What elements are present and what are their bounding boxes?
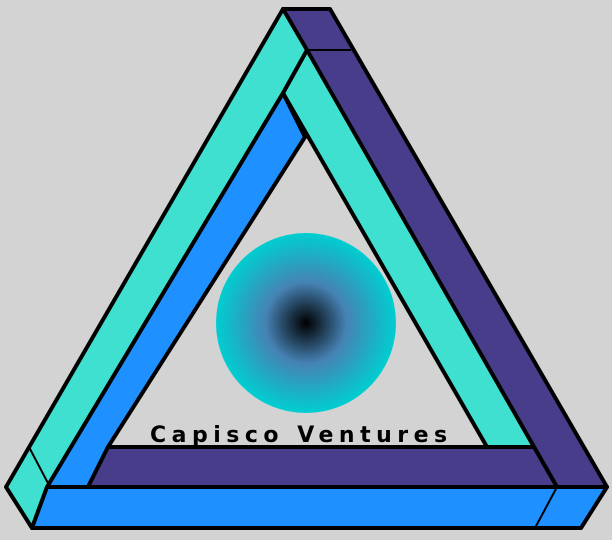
left-fold-line xyxy=(28,446,51,488)
company-name: Capisco Ventures xyxy=(150,423,453,448)
purple-bottom-inner-bar xyxy=(86,445,559,489)
right-fold-line xyxy=(534,486,558,529)
blue-bottom-outer-bar xyxy=(30,485,609,530)
gradient-orb xyxy=(216,233,396,413)
